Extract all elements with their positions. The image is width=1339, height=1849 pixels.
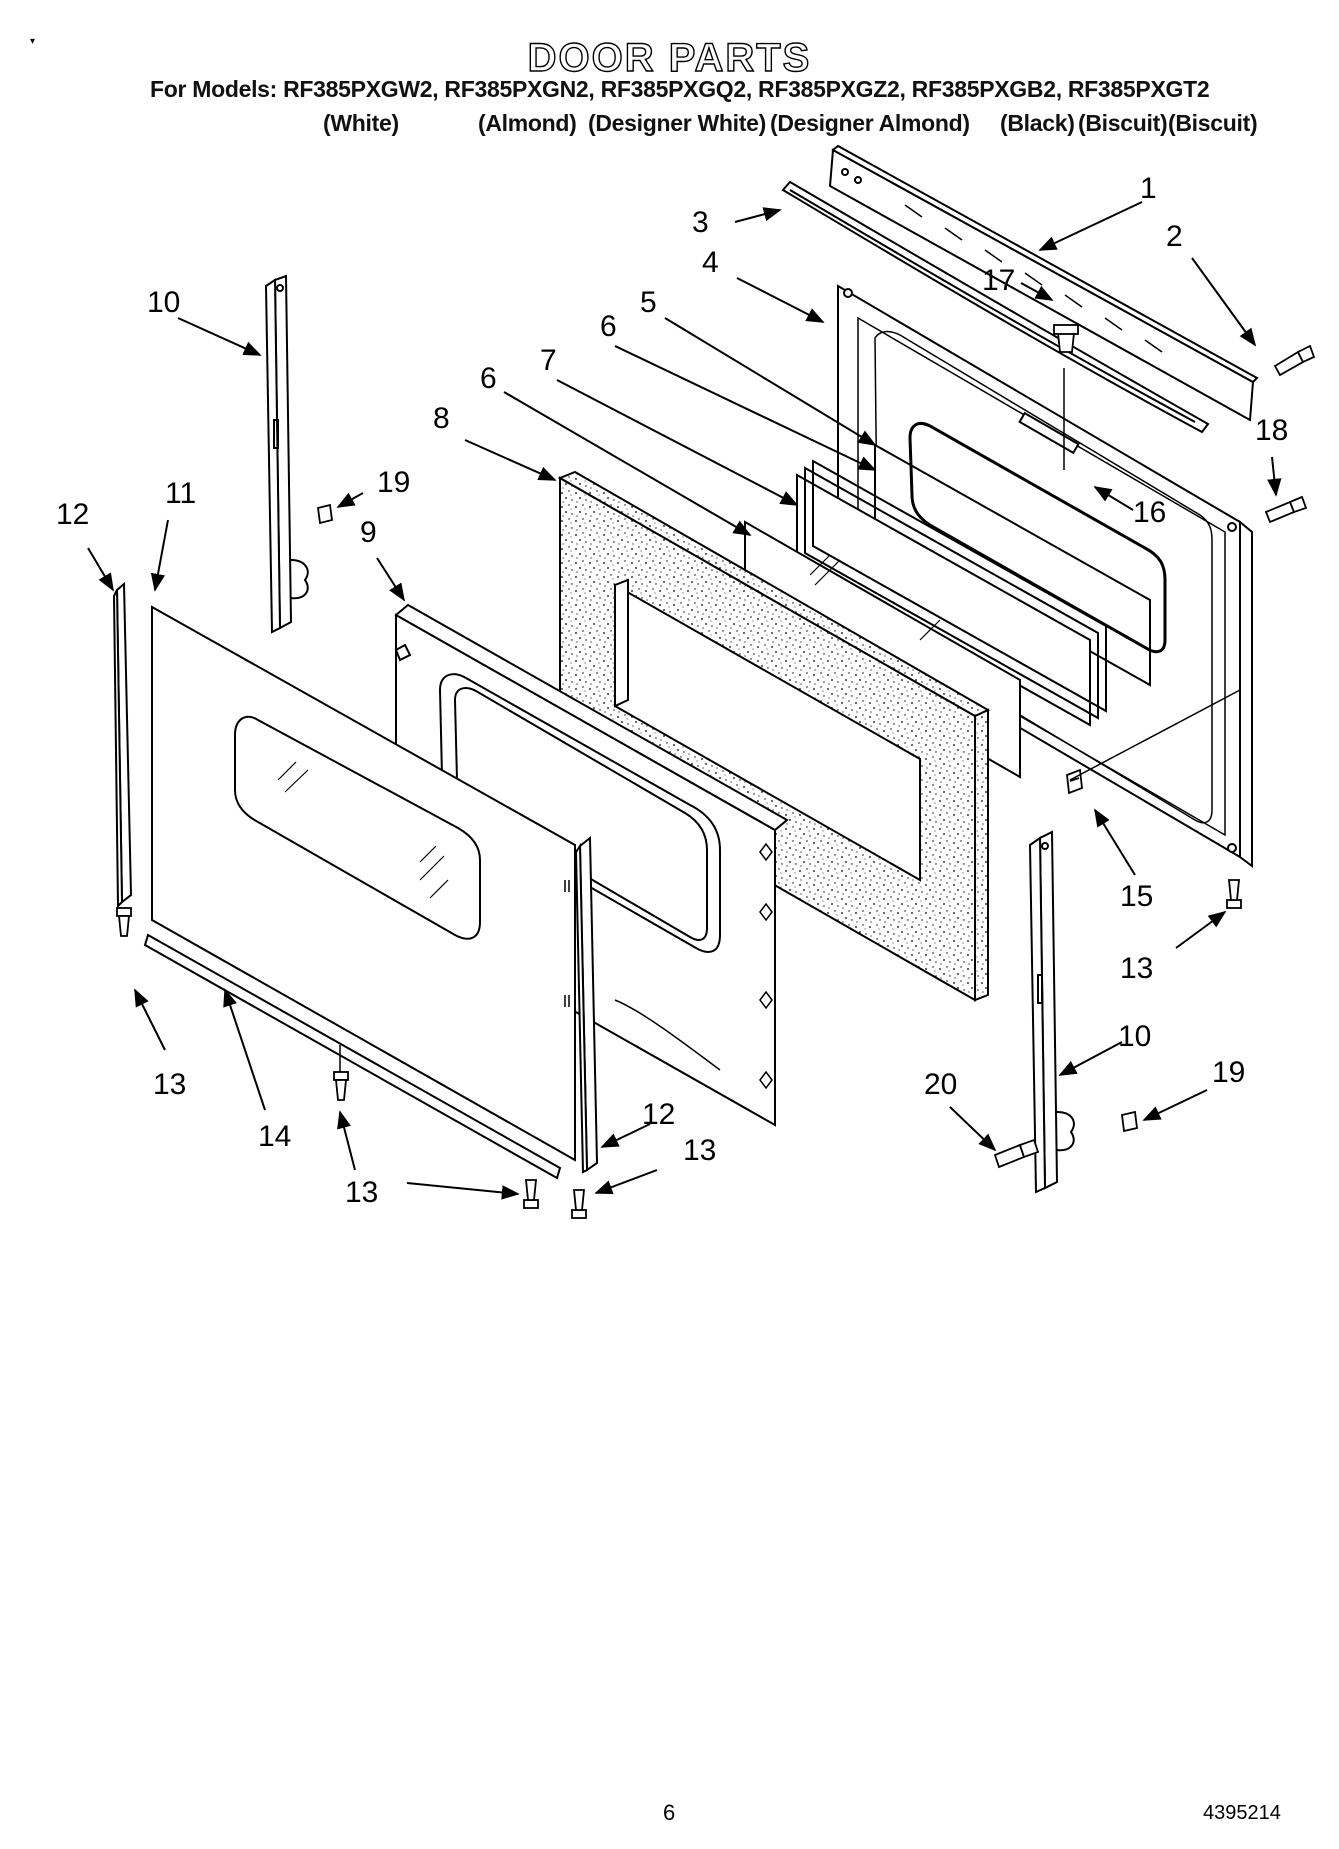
color-label-white: (White) <box>323 110 399 136</box>
part-7-glass-pack-frame <box>796 459 1107 727</box>
part-3-door-handle <box>781 180 1210 434</box>
part-11-outer-door-panel <box>151 605 576 1162</box>
color-label-almond: (Almond) <box>478 110 577 136</box>
part-10-hinge-channel-left <box>264 274 309 634</box>
callout-2: 2 <box>1166 220 1183 253</box>
part-13-screw-bottom-right-2 <box>571 1189 587 1219</box>
callout-19-upper: 19 <box>377 466 410 499</box>
callout-9: 9 <box>360 516 377 549</box>
part-2-screw <box>1273 344 1316 377</box>
page-number: 6 <box>663 1800 676 1825</box>
part-13-screw-bottom-center <box>333 1071 349 1101</box>
part-17-screw <box>1053 324 1079 353</box>
callout-3: 3 <box>692 206 709 239</box>
page-title: DOOR PARTS <box>527 35 812 80</box>
callout-19-lower: 19 <box>1212 1056 1245 1089</box>
part-12-side-trim-right <box>574 835 599 1174</box>
document-number: 4395214 <box>1203 1802 1281 1824</box>
callout-14: 14 <box>258 1120 291 1153</box>
callout-13-left: 13 <box>153 1068 186 1101</box>
callout-6-upper: 6 <box>600 310 617 343</box>
part-18-screw <box>1264 495 1308 524</box>
callout-15: 15 <box>1120 880 1153 913</box>
callout-6-lower: 6 <box>480 362 497 395</box>
callout-4: 4 <box>702 246 719 279</box>
part-13-screw-bottom-right-1 <box>523 1179 539 1209</box>
callout-10-lower: 10 <box>1118 1020 1151 1053</box>
callout-13-bottom-right: 13 <box>683 1134 716 1167</box>
leader-lines <box>87 201 1282 1200</box>
callout-12-right: 12 <box>642 1098 675 1131</box>
callout-12-left: 12 <box>56 498 89 531</box>
part-10-hinge-channel-right <box>1028 830 1075 1194</box>
callout-10-upper: 10 <box>147 286 180 319</box>
part-20-screw <box>993 1138 1040 1169</box>
leader-15-drop <box>1069 689 1241 781</box>
color-label-biscuit-1: (Biscuit) <box>1078 110 1168 136</box>
part-14-bottom-trim <box>143 933 562 1180</box>
callout-18: 18 <box>1255 414 1288 447</box>
part-5-inner-glass <box>874 443 1151 687</box>
callout-17: 17 <box>982 264 1015 297</box>
callout-20: 20 <box>924 1068 957 1101</box>
part-1-top-vent-trim <box>828 144 1259 422</box>
callout-16: 16 <box>1133 496 1166 529</box>
part-5-gasket <box>908 422 1167 654</box>
color-label-designer-white: (Designer White) <box>588 110 766 136</box>
part-12-side-trim-left <box>112 581 133 909</box>
part-19-clip-right <box>1121 1110 1138 1133</box>
corner-mark: ▾ <box>30 36 36 47</box>
part-8-insulation <box>557 470 991 1002</box>
callout-numbers: 1 2 3 4 5 6 7 6 8 10 19 9 12 11 16 17 18… <box>56 172 1288 1209</box>
color-label-black: (Black) <box>1000 110 1075 136</box>
color-label-designer-almond: (Designer Almond) <box>770 110 970 136</box>
callout-11: 11 <box>165 477 196 510</box>
callout-13-bottom: 13 <box>345 1176 378 1209</box>
callout-7: 7 <box>540 344 557 377</box>
color-label-biscuit-2: (Biscuit) <box>1168 110 1258 136</box>
callout-1: 1 <box>1140 172 1157 205</box>
callout-13-right: 13 <box>1120 952 1153 985</box>
models-line: For Models: RF385PXGW2, RF385PXGN2, RF38… <box>150 76 1210 102</box>
part-13-screw-lower-left <box>116 907 132 937</box>
part-13-screw-right <box>1226 879 1242 909</box>
callout-8: 8 <box>433 402 450 435</box>
callout-5: 5 <box>640 286 657 319</box>
part-15-clip <box>1066 768 1083 795</box>
part-19-clip-left <box>317 503 333 525</box>
